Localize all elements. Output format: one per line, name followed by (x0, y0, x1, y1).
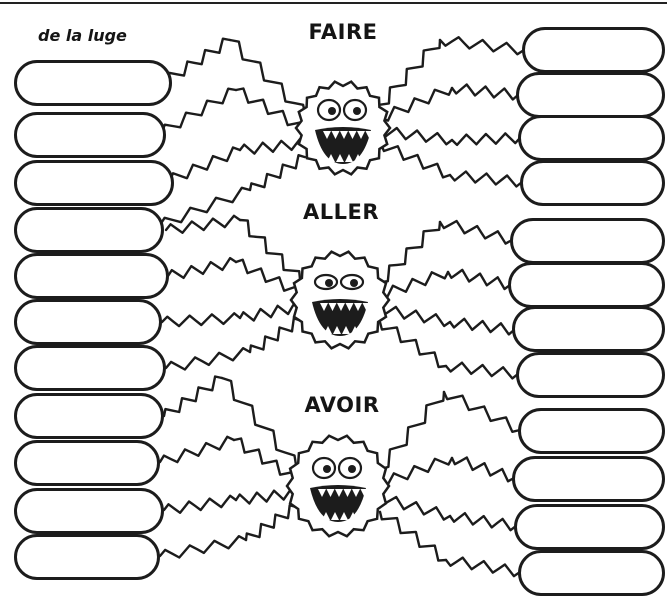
spider-leg-segment (160, 536, 246, 557)
spider-leg-segment (240, 303, 300, 321)
spider-leg-segment (381, 144, 450, 177)
spider-pupil (328, 107, 336, 115)
answer-blank-right-12[interactable] (518, 550, 665, 596)
spider-leg-segment (380, 512, 446, 561)
spider-leg-segment (236, 89, 305, 130)
spider-leg-segment (448, 270, 510, 289)
spider-leg-segment (444, 392, 520, 432)
spider-body (287, 436, 389, 536)
spider-leg-segment (166, 348, 250, 369)
answer-blank-left-3[interactable] (14, 160, 174, 206)
spider-leg-segment (160, 188, 250, 225)
answer-blank-right-5[interactable] (510, 218, 665, 264)
spider-leg-segment (452, 85, 518, 100)
spider-leg-segment (380, 497, 450, 520)
spider-leg-segment (240, 220, 300, 279)
answer-blank-left-6[interactable] (14, 299, 162, 345)
spider-leg-segment (162, 313, 240, 326)
answer-blank-right-4[interactable] (520, 160, 665, 206)
spider-leg-segment (452, 458, 514, 482)
spider-leg-segment (236, 489, 296, 504)
answer-blank-right-7[interactable] (512, 306, 665, 352)
spider-leg-segment (168, 39, 230, 80)
spider-leg-segment (381, 128, 452, 144)
verb-label-aller: ALLER (296, 200, 386, 224)
verb-label-faire: FAIRE (298, 20, 388, 44)
answer-blank-left-11[interactable] (14, 534, 160, 580)
spider-leg-segment (250, 155, 305, 190)
spider-leg-segment (236, 260, 300, 293)
answer-blank-left-7[interactable] (14, 345, 166, 391)
spider-pupil (323, 465, 331, 473)
spider-pupil (350, 279, 358, 287)
spider-leg-segment (380, 458, 452, 487)
spider-leg-segment (164, 377, 222, 417)
answer-blank-left-10[interactable] (14, 488, 164, 534)
spider-leg-segment (246, 505, 296, 540)
spider-leg-segment (446, 363, 518, 379)
answer-blank-right-9[interactable] (518, 408, 665, 454)
answer-blank-right-10[interactable] (512, 456, 665, 502)
spider-leg-segment (168, 258, 236, 278)
spider-body (296, 82, 390, 175)
spider-leg-segment (240, 139, 305, 154)
spider-leg-segment (164, 496, 236, 513)
spider-leg-segment (450, 172, 522, 187)
spider-pupil (348, 465, 356, 473)
spider-body (291, 252, 389, 349)
answer-blank-right-1[interactable] (522, 27, 665, 73)
answer-blank-left-8[interactable] (14, 393, 164, 439)
answer-blank-left-5[interactable] (14, 253, 169, 299)
spider-leg-segment (450, 513, 516, 530)
spider-leg-segment (234, 439, 296, 479)
example-answer-text: de la luge (38, 26, 127, 45)
spider-leg-segment (381, 40, 440, 105)
spider-pupil (325, 279, 333, 287)
spider-leg-segment (166, 216, 240, 233)
spider-leg-segment (452, 133, 520, 145)
spider-leg-segment (250, 318, 300, 352)
spider-leg-segment (446, 558, 520, 577)
answer-blank-right-6[interactable] (508, 262, 665, 308)
spider-leg-segment (160, 437, 234, 462)
answer-blank-left-9[interactable] (14, 440, 160, 486)
spider-leg-segment (162, 89, 236, 132)
spider-leg-segment (440, 37, 524, 54)
spider-leg-segment (380, 307, 450, 326)
spider-leg-segment (170, 148, 240, 181)
answer-blank-left-1[interactable] (14, 60, 172, 106)
spider-leg-segment (450, 319, 514, 335)
spider-leg-segment (381, 88, 452, 121)
answer-blank-right-11[interactable] (514, 504, 665, 550)
answer-blank-right-3[interactable] (518, 115, 665, 161)
answer-blank-left-2[interactable] (14, 112, 166, 158)
verb-label-avoir: AVOIR (292, 393, 392, 417)
answer-blank-right-8[interactable] (516, 352, 665, 398)
answer-blank-left-4[interactable] (14, 207, 164, 253)
spider-leg-segment (440, 221, 512, 244)
spider-leg-segment (230, 40, 305, 114)
spider-leg-segment (380, 272, 448, 299)
spider-leg-segment (380, 322, 446, 367)
answer-blank-right-2[interactable] (516, 72, 665, 118)
spider-pupil (353, 107, 361, 115)
